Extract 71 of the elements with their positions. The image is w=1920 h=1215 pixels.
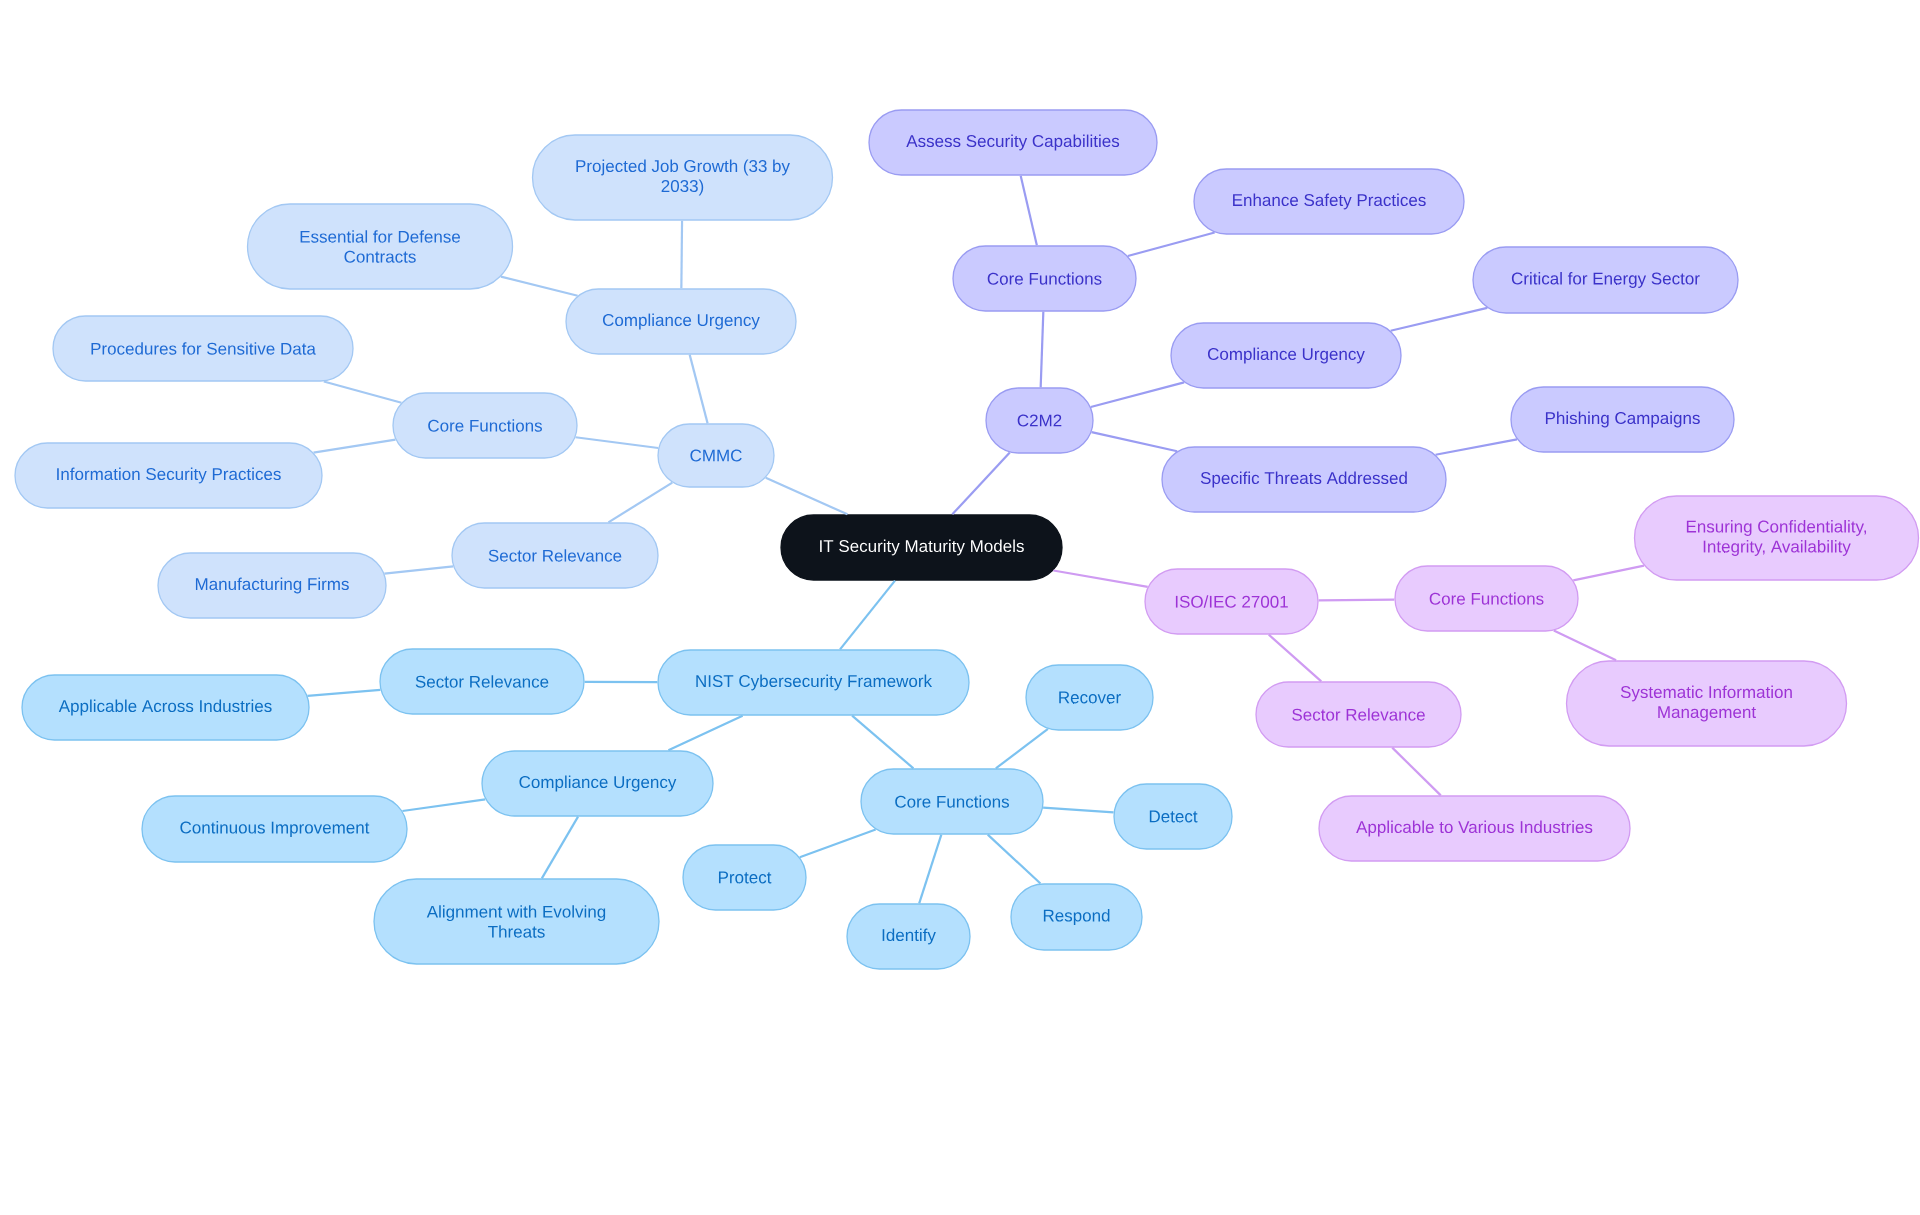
connector-line (688, 354, 709, 424)
connector-line (1318, 598, 1395, 602)
connector-line (987, 833, 1042, 885)
topic-box: Phishing Campaigns (1510, 386, 1735, 453)
connector-line (1127, 231, 1215, 257)
connector-line (1039, 311, 1045, 388)
connector-line (918, 834, 943, 904)
topic-box: Compliance Urgency (565, 288, 797, 355)
topic-box: Core Functions (860, 768, 1044, 835)
connector-line (402, 798, 486, 813)
connector-line (500, 275, 578, 297)
connector-line (323, 380, 402, 404)
topic-box: Applicable to Various Industries (1318, 795, 1631, 862)
connector-line (995, 728, 1049, 770)
topic-box: Enhance Safety Practices (1193, 168, 1465, 235)
connector-line (799, 828, 877, 859)
connector-line (1053, 569, 1148, 588)
connector-line (951, 451, 1011, 516)
connector-line (607, 481, 673, 524)
topic-box: Continuous Improvement (141, 795, 408, 863)
topic-box: Specific Threats Addressed (1161, 446, 1447, 513)
central-topic-box: IT Security Maturity Models (780, 514, 1063, 581)
connector-line (1091, 431, 1178, 453)
topic-box: Recover (1025, 664, 1154, 731)
connector-line (765, 476, 848, 516)
topic-box: NIST Cybersecurity Framework (657, 649, 970, 716)
topic-box: C2M2 (985, 387, 1094, 454)
topic-box: Alignment with Evolving Threats (373, 878, 660, 965)
topic-box: Essential for Defense Contracts (246, 203, 514, 290)
connector-line (575, 436, 659, 450)
topic-box: Core Functions (392, 392, 578, 459)
connector-line (584, 680, 658, 684)
topic-box: Sector Relevance (451, 522, 659, 589)
connector-line (1268, 633, 1322, 683)
connector-line (680, 220, 684, 289)
topic-box: Assess Security Capabilities (868, 109, 1158, 176)
topic-box: Protect (682, 844, 807, 911)
topic-box: Projected Job Growth (33 by 2033) (531, 134, 834, 221)
topic-box: Sector Relevance (1255, 681, 1462, 748)
connector-line (540, 816, 579, 879)
connector-line (313, 438, 396, 454)
connector-line (1019, 175, 1038, 246)
topic-box: Procedures for Sensitive Data (52, 315, 354, 382)
topic-box: Core Functions (1394, 565, 1579, 632)
connector-line (1391, 746, 1442, 797)
topic-box: Core Functions (952, 245, 1137, 312)
connector-line (1435, 438, 1518, 456)
connector-line (1090, 381, 1185, 409)
topic-box: Detect (1113, 783, 1233, 850)
topic-box: ISO/IEC 27001 (1144, 568, 1319, 635)
topic-box: Ensuring Confidentiality, Integrity, Availability (1633, 495, 1920, 581)
topic-box: Identify (846, 903, 971, 970)
topic-box: Applicable Across Industries (21, 674, 310, 741)
topic-box: Critical for Energy Sector (1472, 246, 1739, 314)
topic-box: Respond (1010, 883, 1143, 951)
topic-box: Sector Relevance (379, 648, 585, 715)
topic-box: Compliance Urgency (1170, 322, 1402, 389)
connector-line (307, 688, 381, 697)
connector-line (384, 565, 454, 575)
connector-line (1573, 564, 1645, 582)
topic-box: Information Security Practices (14, 442, 323, 509)
connector-line (851, 714, 915, 770)
topic-box: Manufacturing Firms (157, 552, 387, 619)
topic-box: Systematic Information Management (1565, 660, 1848, 747)
connector-line (839, 579, 896, 651)
connector-line (1553, 629, 1617, 662)
connector-line (1043, 806, 1114, 814)
topic-box: Compliance Urgency (481, 750, 714, 817)
connector-line (1390, 306, 1488, 332)
topic-box: CMMC (657, 423, 775, 488)
connector-line (667, 714, 744, 752)
